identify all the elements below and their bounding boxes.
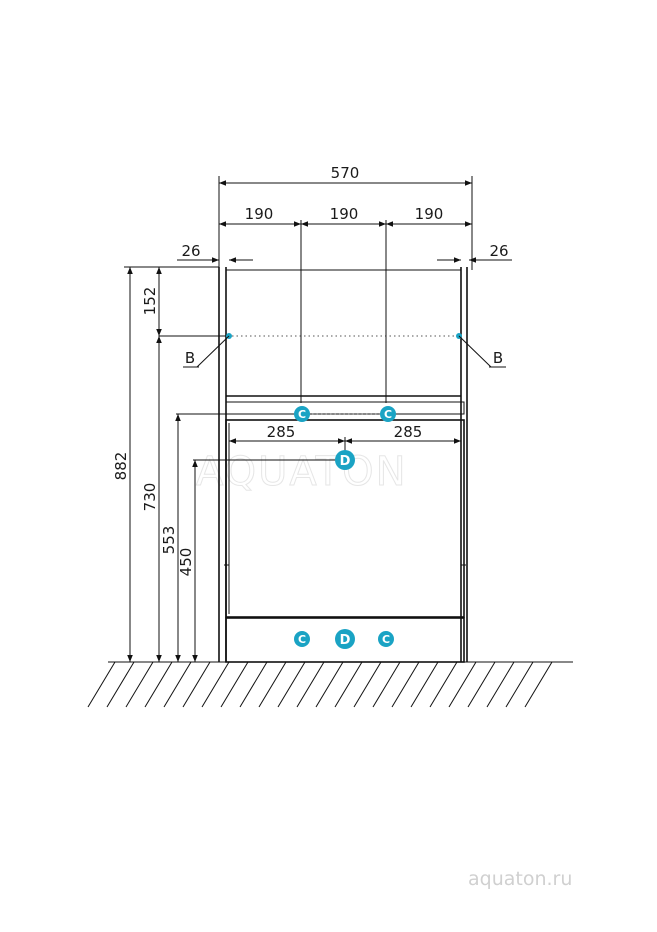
svg-text:D: D — [340, 454, 351, 469]
floor-hatch-line — [372, 661, 401, 708]
svg-text:C: C — [382, 633, 390, 646]
dim-height-b: 730 — [141, 336, 162, 662]
marker-b-left-label: B — [185, 349, 195, 367]
dim-offset-right-label: 26 — [489, 242, 508, 260]
floor-hatch-line — [429, 661, 458, 708]
floor-hatch-line — [258, 661, 287, 708]
floor-hatch-line — [220, 661, 249, 708]
watermark: AQUATON — [196, 449, 408, 495]
floor-hatch-line — [410, 661, 439, 708]
floor-hatching — [87, 661, 573, 708]
floor-hatch-line — [106, 661, 135, 708]
dim-segments: 190 190 190 — [219, 205, 472, 403]
site-url-watermark: aquaton.ru — [468, 868, 573, 890]
floor-hatch-line — [201, 661, 230, 708]
floor-hatch-line — [277, 661, 306, 708]
floor-hatch-line — [353, 661, 382, 708]
cabinet-outline — [218, 267, 468, 663]
svg-text:D: D — [340, 633, 351, 648]
floor-hatch-line — [125, 661, 154, 708]
marker-c-top-left: C — [294, 406, 310, 422]
svg-text:C: C — [298, 633, 306, 646]
floor-hatch-line — [486, 661, 515, 708]
dim-half-left-label: 285 — [267, 423, 296, 441]
marker-c-bottom-right: C — [378, 631, 394, 647]
dim-offset-left-label: 26 — [181, 242, 200, 260]
dim-height-c: 553 — [160, 413, 301, 662]
floor-hatch-line — [296, 661, 325, 708]
dim-overall-width: 570 — [218, 164, 473, 270]
dim-height-b-label: 730 — [141, 483, 159, 512]
dim-height-d: 450 — [177, 459, 345, 662]
floor-hatch-line — [524, 661, 553, 708]
marker-c-bottom-left: C — [294, 631, 310, 647]
dim-half-right-label: 285 — [394, 423, 423, 441]
floor-hatch-line — [163, 661, 192, 708]
marker-c-top-right: C — [380, 406, 396, 422]
marker-b-right: B — [456, 333, 506, 368]
dim-half-widths: 285 285 — [229, 423, 461, 455]
floor-hatch-line — [315, 661, 344, 708]
dim-segment-middle-label: 190 — [330, 205, 359, 223]
floor-hatch-line — [391, 661, 420, 708]
floor-hatch-line — [448, 661, 477, 708]
dim-top-section: 152 — [141, 267, 226, 337]
dim-top-section-label: 152 — [141, 287, 159, 316]
floor-hatch-line — [239, 661, 268, 708]
dim-height-c-label: 553 — [160, 526, 178, 555]
dim-offset-right: 26 — [437, 242, 512, 263]
dim-total-height: 882 — [112, 266, 219, 662]
floor-hatch-line — [334, 661, 363, 708]
dim-overall-width-label: 570 — [331, 164, 360, 182]
floor-hatch-line — [182, 661, 211, 708]
marker-d-top: D — [335, 450, 355, 470]
dim-total-height-label: 882 — [112, 452, 130, 481]
marker-d-bottom: D — [335, 629, 355, 649]
floor-hatch-line — [87, 661, 116, 708]
svg-text:C: C — [298, 408, 306, 421]
floor-hatch-line — [467, 661, 496, 708]
dim-segment-left-label: 190 — [245, 205, 274, 223]
svg-text:C: C — [384, 408, 392, 421]
marker-b-right-label: B — [493, 349, 503, 367]
floor-hatch-line — [505, 661, 534, 708]
dim-offset-left: 26 — [177, 242, 253, 263]
dim-segment-right-label: 190 — [415, 205, 444, 223]
dim-height-d-label: 450 — [177, 548, 195, 577]
marker-b-left: B — [183, 333, 232, 368]
floor-hatch-line — [144, 661, 173, 708]
